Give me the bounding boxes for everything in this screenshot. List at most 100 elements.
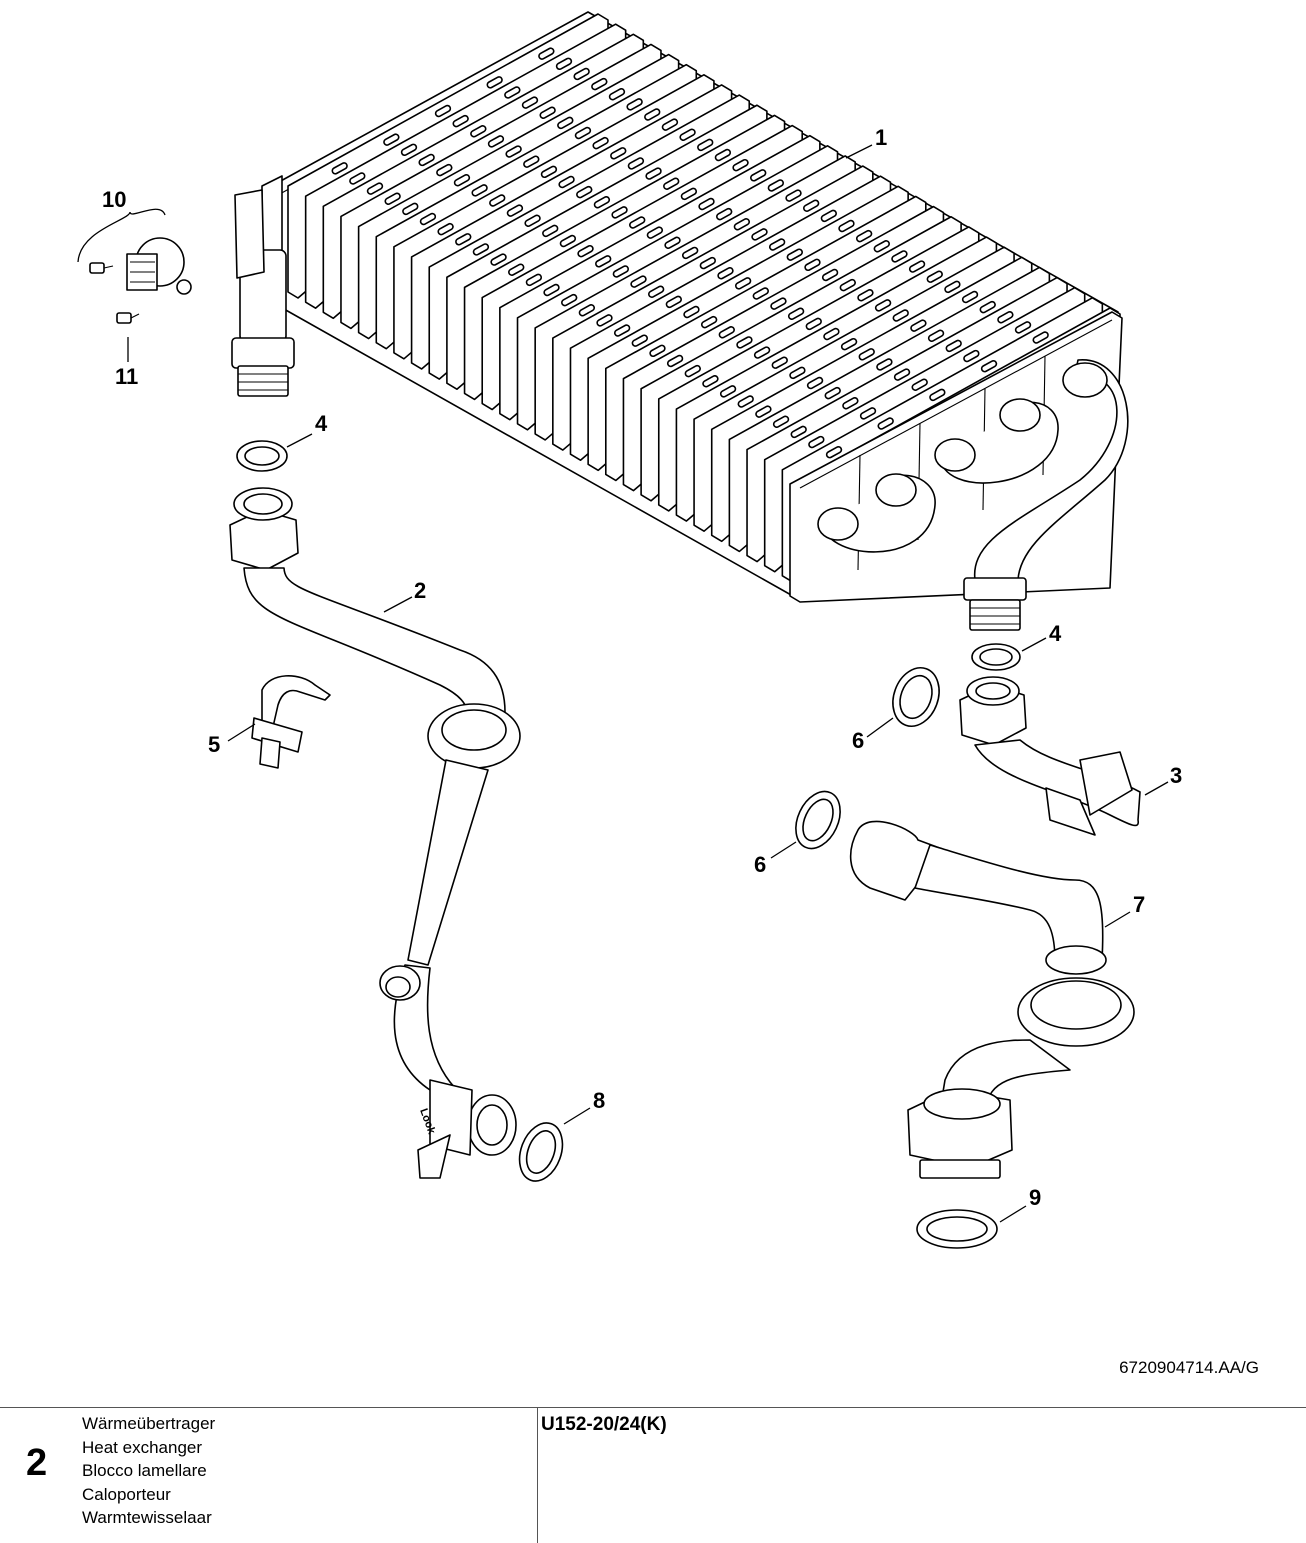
fin-slot xyxy=(506,204,524,217)
fin-slot xyxy=(559,234,577,248)
fin-slot xyxy=(612,265,630,278)
fin-slot xyxy=(683,305,700,319)
fin-slot xyxy=(664,236,681,250)
callout-1: 1 xyxy=(875,125,887,150)
gasket xyxy=(892,667,940,727)
fin-slot xyxy=(573,67,590,81)
fin-slot xyxy=(630,275,647,288)
fin-slot xyxy=(452,114,469,128)
fin-slot xyxy=(768,238,786,251)
column-divider xyxy=(537,1408,538,1543)
exploded-parts-drawing: Look 1 2 3 4 4 5 6 xyxy=(77,11,1182,1249)
fin-slot xyxy=(593,196,611,209)
fin-slot xyxy=(591,77,608,91)
fin-slot xyxy=(557,116,574,130)
fin-slot xyxy=(876,358,893,371)
fin-slot xyxy=(859,407,877,420)
fin-slot xyxy=(821,268,839,282)
fin-slot xyxy=(820,209,837,223)
fin-slot xyxy=(489,194,506,207)
callout-5: 5 xyxy=(208,732,220,757)
fin-slot xyxy=(789,366,806,380)
fin-slot xyxy=(806,376,824,390)
callout-11: 11 xyxy=(115,364,138,389)
fin-slot xyxy=(644,108,661,121)
fin-slot xyxy=(384,192,401,205)
fin-slot xyxy=(490,253,507,266)
fin-slot xyxy=(649,344,666,358)
fin-slot xyxy=(752,287,769,300)
fin-slot xyxy=(595,255,612,268)
drawing-id: 6720904714.AA/G xyxy=(1119,1358,1259,1377)
fin-slot xyxy=(1014,321,1032,334)
fin-slot xyxy=(855,229,873,243)
model-designation: U152-20/24(K) xyxy=(541,1414,667,1435)
fin-slot xyxy=(716,207,733,221)
fin-slot xyxy=(785,189,802,202)
fin-slot xyxy=(911,378,928,391)
fin-slot xyxy=(929,388,946,402)
fin-slot xyxy=(767,179,785,192)
fin-slot xyxy=(910,319,927,332)
fin-slot xyxy=(926,270,943,283)
fin-slot xyxy=(521,96,539,109)
fin-slot xyxy=(770,297,787,310)
fin-slot xyxy=(627,157,645,170)
seal-ring xyxy=(971,643,1021,671)
fin-slot xyxy=(980,359,998,373)
fin-slot xyxy=(576,185,593,199)
fin-slot xyxy=(453,173,471,187)
fin-slot xyxy=(804,258,821,272)
fin-slot xyxy=(891,250,908,263)
fin-slot xyxy=(611,206,628,219)
fin-slot xyxy=(578,304,596,317)
fin-slot xyxy=(839,278,856,292)
fin-slot xyxy=(631,334,648,347)
fin-slot xyxy=(455,233,472,246)
fin-slot xyxy=(753,346,771,359)
fin-slot xyxy=(486,76,503,89)
fin-slot xyxy=(892,309,909,322)
part-name-nl: Warmtewisselaar xyxy=(82,1508,212,1527)
fin-slot xyxy=(645,167,662,180)
fin-slot xyxy=(751,228,768,241)
fin-slot xyxy=(418,153,435,167)
fin-slot xyxy=(702,375,719,388)
callout-4: 4 xyxy=(1049,621,1062,646)
callout-3: 3 xyxy=(1170,763,1182,788)
fin-slot xyxy=(434,104,452,118)
fin-slot xyxy=(719,385,737,398)
fin-slot xyxy=(555,57,573,71)
fin-slot xyxy=(733,218,751,231)
fin-slot xyxy=(786,248,803,261)
fin-slot xyxy=(737,395,754,408)
fin-slot xyxy=(608,87,626,101)
fin-slot xyxy=(842,397,859,410)
part-name-it: Blocco lamellare xyxy=(82,1461,207,1480)
callout-9: 9 xyxy=(1029,1185,1041,1210)
fin-slot xyxy=(700,315,718,329)
fin-slot xyxy=(419,212,437,226)
return-pipe xyxy=(959,676,1141,836)
part-name-en: Heat exchanger xyxy=(82,1437,203,1457)
heat-exchanger-block xyxy=(231,11,1129,631)
fin-slot xyxy=(961,290,979,304)
fin-slot xyxy=(750,169,767,182)
fin-slot xyxy=(823,327,840,341)
fin-slot xyxy=(508,263,525,276)
fin-slot xyxy=(400,143,418,157)
fin-slot xyxy=(997,311,1014,324)
fin-slot xyxy=(596,314,613,327)
fin-slot xyxy=(471,184,488,197)
fin-slot xyxy=(857,289,874,302)
fin-slot xyxy=(873,240,890,253)
fin-slot xyxy=(877,417,894,430)
fin-slot xyxy=(714,148,732,162)
fin-slot xyxy=(838,219,855,233)
fin-slot xyxy=(734,277,752,290)
callout-10: 10 xyxy=(102,187,126,212)
callout-6: 6 xyxy=(852,728,864,753)
fin-slot xyxy=(945,339,962,353)
fin-slot xyxy=(666,354,684,368)
callout-8: 8 xyxy=(593,1088,605,1113)
